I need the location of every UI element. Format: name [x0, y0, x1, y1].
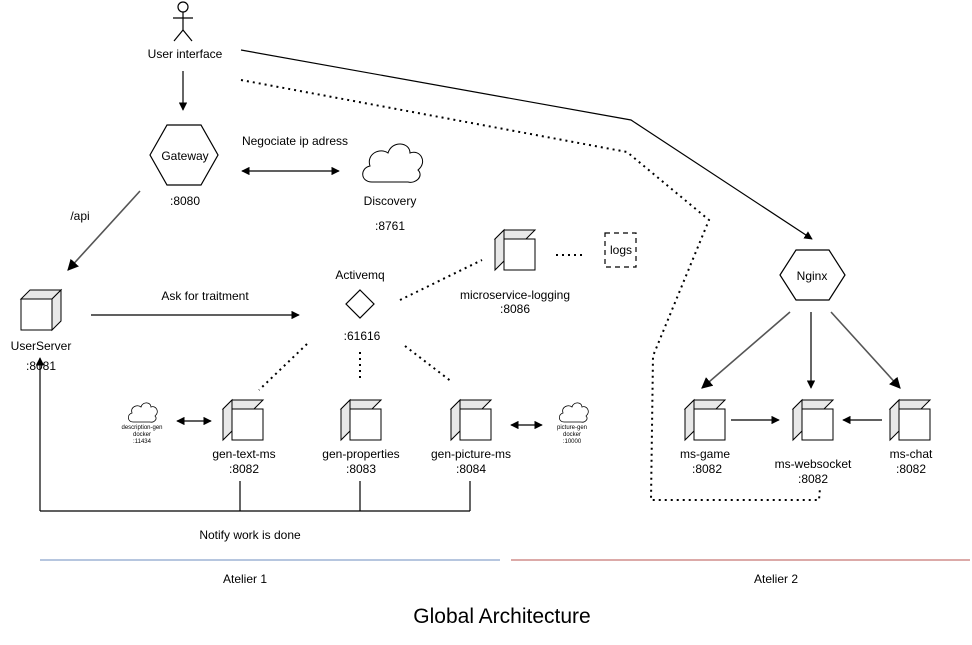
nginx-label: Nginx: [796, 269, 828, 283]
logs-label: logs: [609, 243, 633, 257]
logging-label: microservice-logging: [459, 288, 571, 302]
logs-dashed-box: [604, 232, 637, 268]
ms-chat-cube-icon: [888, 398, 932, 442]
gen-picture-port: :8084: [455, 462, 487, 476]
gen-picture-cube-icon: [449, 398, 493, 442]
picture-gen-line2: docker: [562, 432, 581, 438]
description-gen-label: description-gen docker :11434: [121, 425, 162, 446]
ms-chat-port: :8082: [895, 462, 927, 476]
gateway-label: Gateway: [161, 149, 209, 163]
ms-game-cube-icon: [683, 398, 727, 442]
atelier1-label: Atelier 1: [222, 572, 268, 586]
logging-cube-icon: [493, 228, 537, 272]
negotiate-edge-label: Negociate ip adress: [241, 134, 349, 148]
gen-text-port: :8082: [228, 462, 260, 476]
ms-game-port: :8082: [691, 462, 723, 476]
discovery-port: :8761: [374, 219, 406, 233]
ms-game-label: ms-game: [679, 447, 731, 461]
edge-user-to-nginx: [240, 49, 813, 240]
activemq-label: Activemq: [335, 268, 385, 282]
nginx-hexagon-shape: [779, 249, 846, 301]
gateway-hexagon-shape: [149, 124, 219, 186]
gen-properties-label: gen-properties: [322, 447, 400, 461]
gen-picture-label: gen-picture-ms: [430, 447, 512, 461]
userserver-port: :8081: [25, 359, 57, 373]
gen-properties-cube-icon: [339, 398, 383, 442]
edge-gateway-to-userserver: [67, 190, 141, 271]
picture-gen-line1: picture-gen: [556, 425, 588, 431]
atelier2-label: Atelier 2: [753, 572, 799, 586]
description-gen-line1: description-gen: [121, 425, 163, 431]
activemq-port: :61616: [343, 329, 381, 343]
gen-text-cube-icon: [221, 398, 265, 442]
description-gen-line2: docker: [132, 432, 151, 438]
dotted-connectors: [240, 79, 821, 501]
description-gen-line3: :11434: [133, 439, 151, 445]
userserver-cube-icon: [19, 288, 63, 332]
discovery-label: Discovery: [363, 194, 417, 208]
picture-gen-cloud-icon: [558, 402, 589, 423]
user-actor-icon: [173, 1, 193, 42]
diagram-title: Global Architecture: [413, 605, 591, 628]
discovery-cloud-icon: [362, 143, 423, 183]
ms-websocket-label: ms-websocket: [774, 457, 852, 471]
activemq-diamond-shape: [345, 289, 375, 319]
api-edge-label: /api: [70, 209, 90, 223]
logging-port: :8086: [499, 302, 531, 316]
gen-properties-port: :8083: [345, 462, 377, 476]
ask-edge-label: Ask for traitment: [161, 289, 249, 303]
ms-websocket-cube-icon: [791, 398, 835, 442]
notify-bracket: [35, 357, 471, 512]
picture-gen-line3: :10000: [562, 439, 582, 445]
edge-nginx-to-game: [701, 311, 791, 389]
userserver-label: UserServer: [10, 339, 72, 353]
ms-websocket-port: :8082: [797, 472, 829, 486]
gen-text-label: gen-text-ms: [212, 447, 276, 461]
notify-edge-label: Notify work is done: [199, 528, 301, 542]
edge-nginx-to-chat: [830, 311, 901, 389]
user-interface-label: User interface: [147, 47, 223, 61]
ms-chat-label: ms-chat: [889, 447, 933, 461]
picture-gen-label: picture-gen docker :10000: [557, 425, 587, 446]
description-gen-cloud-icon: [127, 402, 158, 423]
gateway-port: :8080: [169, 194, 201, 208]
